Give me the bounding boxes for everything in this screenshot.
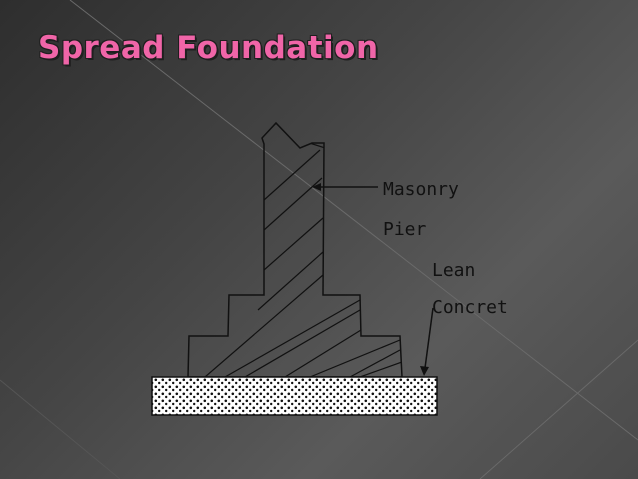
label-concrete: Concret <box>432 297 508 318</box>
concrete-arrow <box>420 307 434 376</box>
label-pier: Pier <box>383 219 427 240</box>
label-lean: Lean <box>432 260 476 281</box>
lean-concrete-base <box>151 376 438 416</box>
slide-title: Spread Foundation <box>38 30 379 66</box>
masonry-arrow <box>312 183 378 191</box>
masonry-pier <box>187 121 403 378</box>
label-masonry: Masonry <box>383 179 459 200</box>
